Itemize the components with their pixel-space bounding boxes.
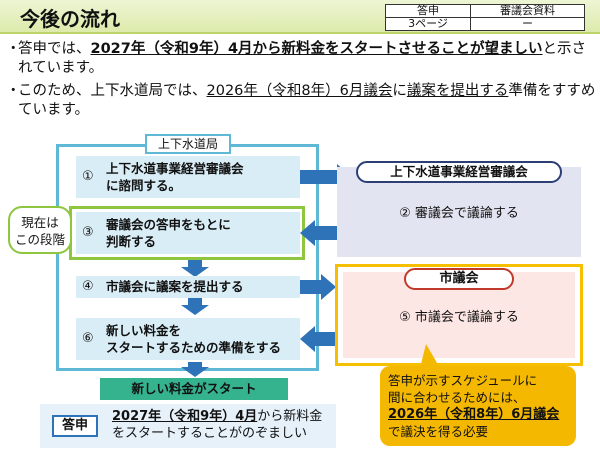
council-review-text: ② 審議会で議論する: [399, 206, 519, 221]
status-callout: 現在は この段階: [8, 206, 72, 254]
city-council-text: ⑤ 市議会で議論する: [399, 310, 519, 325]
bullet-text-part: 準備をすすめています。: [18, 83, 596, 118]
bullet-dot: ・: [6, 41, 21, 57]
answer-text: 2027年（令和9年）4月から新料金 をスタートすることがのぞましい: [112, 408, 334, 442]
answer-emphasis: 2027年（令和9年）4月: [112, 409, 258, 424]
status-callout-text: 現在は: [21, 215, 59, 230]
step-label: 判断する: [106, 234, 157, 249]
start-banner: 新しい料金がスタート: [100, 378, 288, 400]
note-callout: 答申が示すスケジュールに 間に合わせるためには、 2026年（令和8年）6月議会…: [380, 366, 576, 446]
left-arrow-shaft: [314, 226, 338, 240]
step-3-box: ③ 審議会の答申をもとに 判断する: [76, 212, 300, 254]
down-arrow-shaft: [188, 260, 202, 268]
note-text: で議決を得る必要: [388, 424, 489, 439]
down-arrow-icon: [181, 267, 209, 277]
bullet-text-part: 答申では、: [18, 41, 91, 57]
step-label: 市議会に議案を提出する: [106, 279, 244, 294]
note-text: 間に合わせるためには、: [388, 390, 526, 405]
bullet-text: このため、上下水道局では、2026年（令和8年）6月議会に議案を提出する準備をす…: [18, 82, 596, 120]
down-arrow-icon: [181, 367, 209, 377]
bullet-dot: ・: [6, 83, 21, 99]
right-arrow-shaft: [300, 170, 338, 184]
answer-text-part: から新料金: [257, 409, 323, 424]
step-number: ③: [82, 225, 94, 240]
left-arrow-icon: [300, 220, 315, 246]
answer-tag: 答申: [52, 415, 98, 437]
bureau-label: 上下水道局: [145, 134, 231, 154]
city-council-label: 市議会: [404, 268, 514, 290]
bullet-text-part: と示されています。: [18, 41, 587, 76]
answer-text-part: をスタートすることがのぞましい: [112, 426, 308, 441]
bullet-underline: 2026年（令和8年）6月議会: [206, 83, 393, 99]
note-emphasis: 2026年（令和8年）6月議会: [388, 407, 560, 422]
council-review-label: 上下水道事業経営審議会: [356, 161, 562, 183]
reference-cell: ー: [470, 17, 585, 31]
bullet-text-part: に: [392, 83, 407, 99]
status-callout-text: この段階: [14, 232, 65, 247]
note-text: 答申が示すスケジュールに: [388, 373, 538, 388]
step-4-box: ④ 市議会に議案を提出する: [76, 276, 300, 298]
step-number: ⑥: [82, 331, 94, 346]
reference-cell: 審議会資料: [470, 4, 585, 18]
left-arrow-shaft: [314, 332, 336, 346]
bullet-emphasis: 2027年（令和9年）4月から新料金をスタートさせることが望ましい: [90, 41, 543, 57]
step-1-box: ① 上下水道事業経営審議会 に諮問する。: [76, 156, 300, 198]
right-arrow-icon: [321, 274, 336, 300]
step-number: ④: [82, 279, 94, 294]
step-label: 上下水道事業経営審議会: [106, 161, 244, 176]
step-label: に諮問する。: [106, 178, 182, 193]
step-number: ①: [82, 169, 94, 184]
step-label: 審議会の答申をもとに: [106, 217, 231, 232]
reference-cell: 3ページ: [384, 17, 472, 31]
reference-table: 答申 審議会資料 3ページ ー: [384, 4, 585, 31]
reference-cell: 答申: [384, 4, 472, 18]
bullet-text-part: このため、上下水道局では、: [18, 83, 207, 99]
right-arrow-shaft: [300, 280, 322, 294]
step-6-box: ⑥ 新しい料金を スタートするための準備をする: [76, 318, 300, 360]
down-arrow-shaft: [188, 362, 202, 368]
step-label: スタートするための準備をする: [106, 340, 282, 355]
step-label: 新しい料金を: [106, 323, 182, 338]
down-arrow-shaft: [188, 298, 202, 306]
bullet-text: 答申では、2027年（令和9年）4月から新料金をスタートさせることが望ましいと示…: [18, 40, 596, 78]
bullet-underline: 議案を提出する: [406, 83, 509, 99]
page-title: 今後の流れ: [20, 7, 120, 31]
down-arrow-icon: [181, 305, 209, 315]
note-callout-tail: [420, 344, 440, 368]
bullet-1: ・ 答申では、2027年（令和9年）4月から新料金をスタートさせることが望ましい…: [6, 40, 596, 78]
left-arrow-icon: [300, 326, 315, 352]
bullet-2: ・ このため、上下水道局では、2026年（令和8年）6月議会に議案を提出する準備…: [6, 82, 596, 120]
